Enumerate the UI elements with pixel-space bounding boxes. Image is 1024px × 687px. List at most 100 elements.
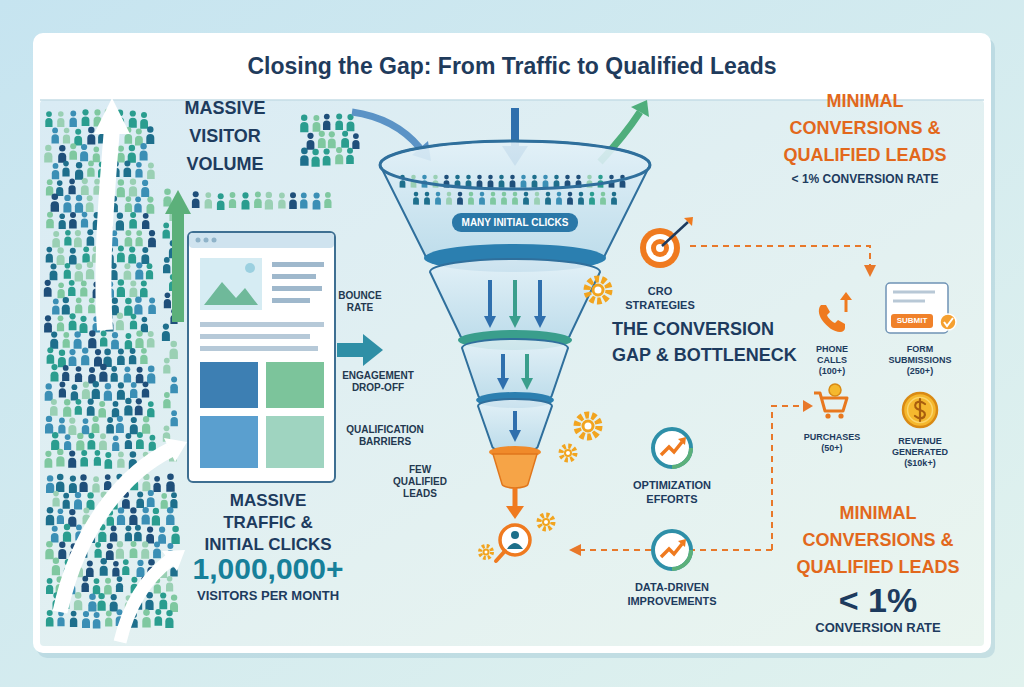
person-figure [50,332,58,349]
person-figure [424,192,430,205]
traffic-arrows [164,438,187,462]
person-head [164,257,170,263]
person-head [164,358,170,364]
person-body [45,118,52,127]
person-body [69,483,77,493]
person-head [47,347,53,353]
person-body [99,372,107,382]
person-figure [192,191,200,208]
person-head [82,178,88,184]
person-head [82,212,88,218]
person-head [532,175,537,180]
phone-icon [819,292,852,332]
person-body [88,601,96,611]
person-figure [324,192,331,208]
person-head [112,332,118,338]
person-figure [94,450,101,466]
person-body [134,203,141,212]
person-head [319,131,325,137]
traffic-arrows [162,550,185,571]
person-head [118,246,124,252]
person-figure [71,384,78,400]
person-head [93,476,99,482]
person-head [125,366,131,372]
person-head [147,263,153,269]
person-body [567,197,573,204]
person-head [353,133,359,139]
person-figure [477,175,483,188]
text-label: FEW QUALIFIED LEADS [390,464,450,500]
person-figure [124,366,131,382]
person-body [313,200,321,210]
person-body [578,197,584,204]
person-figure [69,313,77,330]
gear [480,546,492,558]
gear [539,515,553,529]
person-head [324,148,330,154]
person-body [147,338,155,347]
funnel-band: MANY INITIAL CLICKS [452,213,579,232]
person-head [136,162,142,168]
text-label: OPTIMIZATION EFFORTS [627,478,717,506]
browser-window [266,362,324,408]
person-body [124,270,132,279]
person-body [265,199,273,209]
person-body [142,424,150,434]
card-shadow [37,38,995,658]
person-head [64,524,70,530]
person-body [122,499,130,509]
person-figure [141,247,149,264]
person-head [47,610,53,616]
person-body [98,532,106,542]
person-head [130,507,136,513]
person-body [111,339,119,349]
person-figure [45,541,53,559]
person-head [69,349,75,355]
person-head [148,162,154,168]
person-head [51,264,57,270]
person-body [134,532,142,541]
person-figure [347,114,355,131]
person-head [65,434,71,440]
person-figure [44,280,52,297]
person-figure [265,192,273,210]
person-figure [45,451,53,468]
person-figure [111,366,118,382]
person-figure [149,435,156,451]
person-body [141,323,148,332]
person-head [546,192,551,197]
trend-icon [678,539,686,547]
person-figure [205,192,212,208]
crowd [44,108,360,628]
person-figure [554,175,560,188]
person-body [512,197,518,204]
person-body [58,549,66,559]
person-figure [600,192,606,205]
person-body [52,565,60,575]
gear [565,450,571,456]
funnel [493,454,537,488]
person-figure [53,491,60,507]
person-figure [57,508,64,524]
person-body [117,153,125,163]
person-figure [56,474,64,492]
person-head [47,179,53,185]
person-figure [74,331,82,349]
person-figure [74,129,82,146]
person-figure [242,192,250,209]
person-head [95,542,101,548]
person-figure [300,148,308,166]
person-body [82,389,90,399]
person-figure [289,192,297,209]
person-head [113,561,119,567]
person-head [171,492,177,498]
person-figure [341,131,349,148]
person-head [118,349,124,355]
person-body [116,549,124,559]
person-figure [335,114,343,131]
browser-window [200,416,258,468]
person-head [59,418,65,424]
person-head [125,525,131,531]
